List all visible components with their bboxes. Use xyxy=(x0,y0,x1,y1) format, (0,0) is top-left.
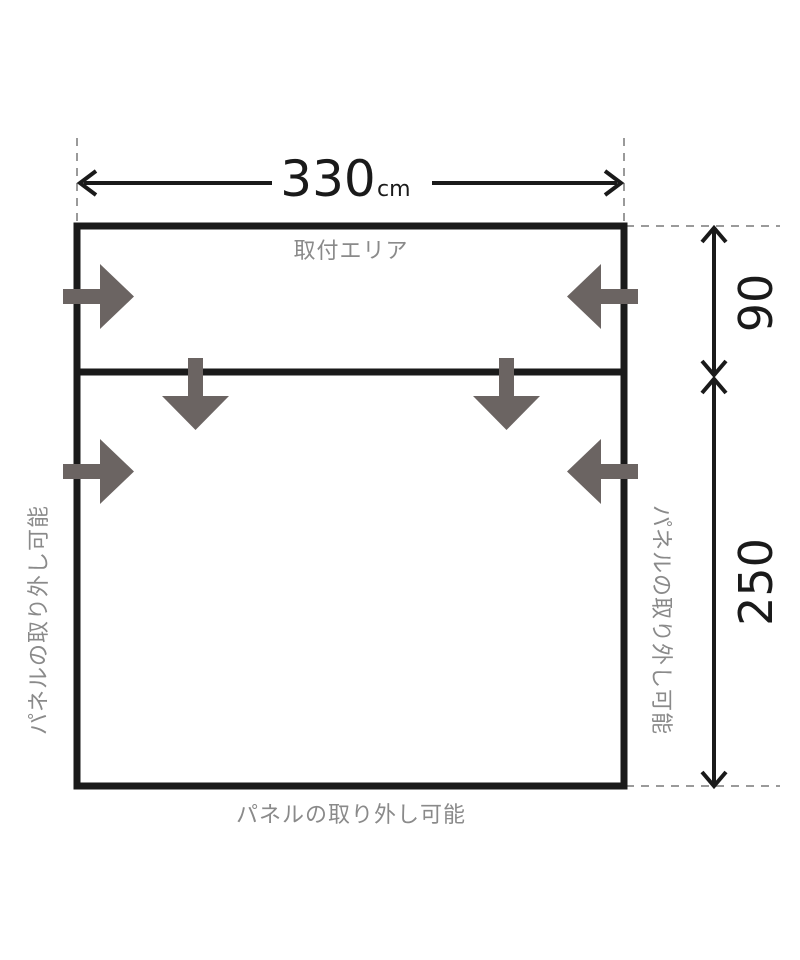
width-arrowhead-right xyxy=(603,169,625,197)
arrow-icon xyxy=(162,358,229,430)
guide-lines xyxy=(76,138,780,787)
arrow-icon xyxy=(473,358,540,430)
outer-frame xyxy=(73,222,628,790)
width-value: 330 xyxy=(280,150,375,208)
height-dimension xyxy=(700,224,728,790)
arrow-icon xyxy=(567,439,638,504)
upper-height-value: 90 xyxy=(729,274,783,333)
panel-removable-left-label: パネルの取り外し可能 xyxy=(27,505,52,735)
upper-arrowhead-bottom xyxy=(700,359,728,379)
width-arrowhead-left xyxy=(76,169,98,197)
arrow-icon xyxy=(63,439,134,504)
lower-height-value: 250 xyxy=(729,538,783,626)
lower-arrowhead-top xyxy=(700,375,728,395)
upper-arrowhead-top xyxy=(700,224,728,244)
panel-removable-bottom-label: パネルの取り外し可能 xyxy=(236,803,466,828)
arrow-icon xyxy=(567,264,638,329)
panel-frame xyxy=(73,222,628,790)
push-arrows xyxy=(63,264,638,504)
width-unit: cm xyxy=(377,177,411,202)
arrow-icon xyxy=(63,264,134,329)
lower-arrowhead-bottom xyxy=(700,770,728,790)
mounting-area-label: 取付エリア xyxy=(293,239,408,264)
panel-removable-right-label: パネルの取り外し可能 xyxy=(648,505,673,735)
width-dimension: 330 cm xyxy=(76,150,625,208)
